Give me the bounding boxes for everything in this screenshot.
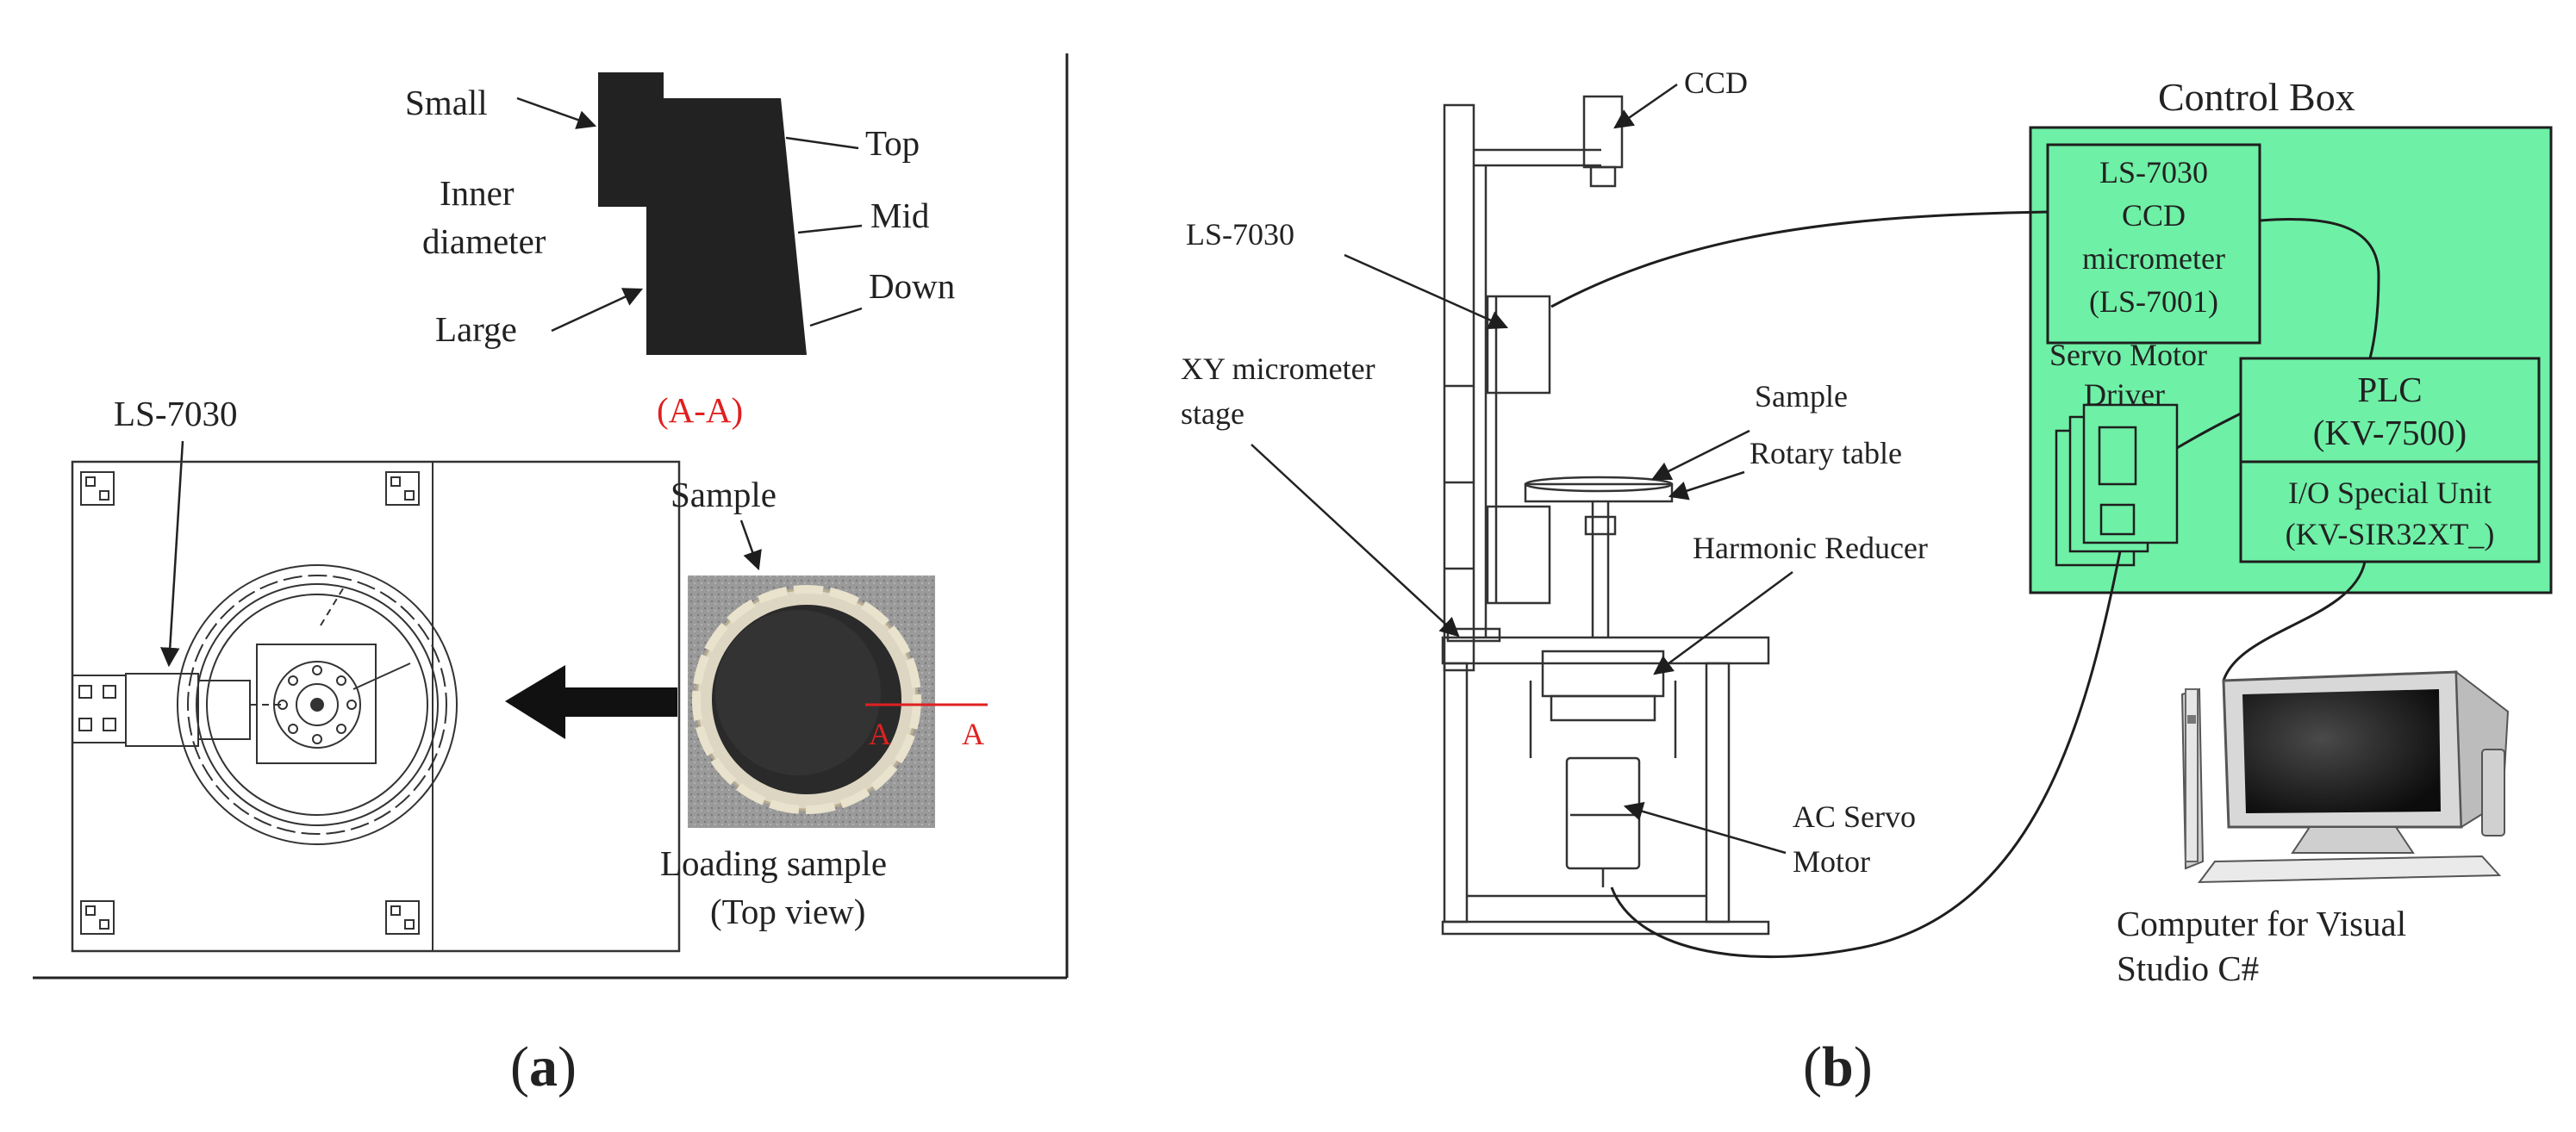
cable-driver-plc bbox=[2176, 412, 2242, 450]
label-computer-1: Computer for Visual bbox=[2117, 904, 2406, 943]
label-control-box: Control Box bbox=[2158, 75, 2355, 119]
leader-sample-a bbox=[739, 519, 762, 571]
leader-harmonic bbox=[1653, 570, 1793, 675]
plc-line-1: PLC bbox=[2357, 370, 2422, 409]
leader-xy bbox=[1251, 444, 1460, 638]
cut-label-right: A bbox=[962, 717, 984, 751]
ccd-box-line-4: (LS-7001) bbox=[2089, 284, 2218, 319]
label-ac-2: Motor bbox=[1793, 844, 1870, 879]
table-top bbox=[1441, 636, 1770, 665]
leader-sample-b bbox=[1650, 429, 1750, 481]
label-loading-1: Loading sample bbox=[660, 843, 887, 883]
corner-mounts bbox=[80, 471, 420, 935]
rotary-table bbox=[1524, 482, 1674, 503]
cables bbox=[1550, 210, 2380, 959]
label-sample-b: Sample bbox=[1755, 379, 1848, 414]
harmonic-reducer bbox=[1541, 650, 1665, 698]
ccd-box-line-3: micrometer bbox=[2082, 241, 2225, 276]
label-small: Small bbox=[405, 83, 488, 122]
caption-b: (b) bbox=[1803, 1036, 1873, 1098]
label-rotary: Rotary table bbox=[1750, 436, 1902, 470]
leader-down bbox=[809, 307, 863, 327]
label-loading-2: (Top view) bbox=[710, 892, 865, 931]
label-section: (A-A) bbox=[657, 390, 743, 430]
servo-driver bbox=[2055, 403, 2179, 567]
sample-photo: A A bbox=[688, 575, 988, 828]
leader-rotary bbox=[1668, 470, 1745, 501]
ccd-micrometer-box bbox=[2046, 143, 2261, 345]
caption-a: (a) bbox=[510, 1036, 577, 1098]
panel-a: Small Inner diameter Large Top Mid Down … bbox=[33, 53, 1069, 1098]
leader-large bbox=[551, 288, 644, 333]
label-xy-2: stage bbox=[1181, 396, 1244, 431]
label-servo-1: Servo Motor bbox=[2049, 338, 2207, 372]
leader-small bbox=[516, 96, 597, 129]
label-inner: Inner bbox=[440, 173, 515, 213]
cable-io-pc bbox=[2222, 561, 2367, 681]
leader-ac bbox=[1623, 801, 1787, 855]
label-sample-a: Sample bbox=[671, 475, 777, 514]
transfer-arrow bbox=[505, 665, 677, 739]
io-unit-box bbox=[2239, 460, 2541, 563]
label-ac-1: AC Servo bbox=[1793, 799, 1916, 834]
top-view-drawing: LS-7030 bbox=[71, 394, 681, 953]
leader-mid bbox=[797, 224, 863, 234]
measurement-machine bbox=[1441, 95, 1770, 936]
panel-b: CCD LS-7030 XY micrometer stage Sample R… bbox=[1181, 65, 2553, 1098]
leader-ccd bbox=[1613, 83, 1678, 129]
label-down: Down bbox=[869, 266, 955, 306]
cross-section-shape bbox=[598, 72, 807, 355]
label-xy-1: XY micrometer bbox=[1181, 351, 1375, 386]
label-mid: Mid bbox=[870, 196, 929, 235]
leader-ls7030-b bbox=[1344, 253, 1509, 330]
label-large: Large bbox=[435, 309, 517, 349]
label-ls7030-a: LS-7030 bbox=[114, 394, 238, 433]
ls7030-sensor-upper bbox=[1486, 295, 1551, 395]
plc-line-2: (KV-7500) bbox=[2313, 413, 2467, 452]
io-line-1: I/O Special Unit bbox=[2288, 476, 2492, 510]
label-diameter: diameter bbox=[422, 221, 546, 261]
cable-driver-motor bbox=[1610, 550, 2122, 959]
io-line-2: (KV-SIR32XT_) bbox=[2286, 517, 2495, 551]
cut-label-left: A bbox=[869, 717, 891, 751]
ccd-box-line-1: LS-7030 bbox=[2099, 155, 2208, 190]
label-harmonic: Harmonic Reducer bbox=[1693, 531, 1928, 565]
leader-top bbox=[785, 136, 859, 150]
label-computer-2: Studio C# bbox=[2117, 949, 2259, 988]
cross-section: Small Inner diameter Large Top Mid Down … bbox=[405, 72, 955, 430]
label-ccd: CCD bbox=[1684, 65, 1748, 100]
label-top: Top bbox=[865, 123, 920, 163]
ac-servo-motor bbox=[1565, 756, 1641, 870]
leader-ls7030-a bbox=[160, 440, 184, 668]
column bbox=[1443, 103, 1475, 672]
sensor-mount bbox=[72, 673, 251, 747]
cable-ccd-plc bbox=[2259, 218, 2380, 359]
ccd-box-line-2: CCD bbox=[2122, 198, 2186, 233]
ls7030-sensor-lower bbox=[1486, 505, 1551, 605]
ccd-camera bbox=[1582, 95, 1624, 169]
computer-icon bbox=[2180, 669, 2510, 884]
label-ls7030-b: LS-7030 bbox=[1186, 217, 1294, 252]
rotary-disc-top bbox=[177, 564, 458, 845]
cable-sensor-ccd bbox=[1550, 210, 2049, 308]
